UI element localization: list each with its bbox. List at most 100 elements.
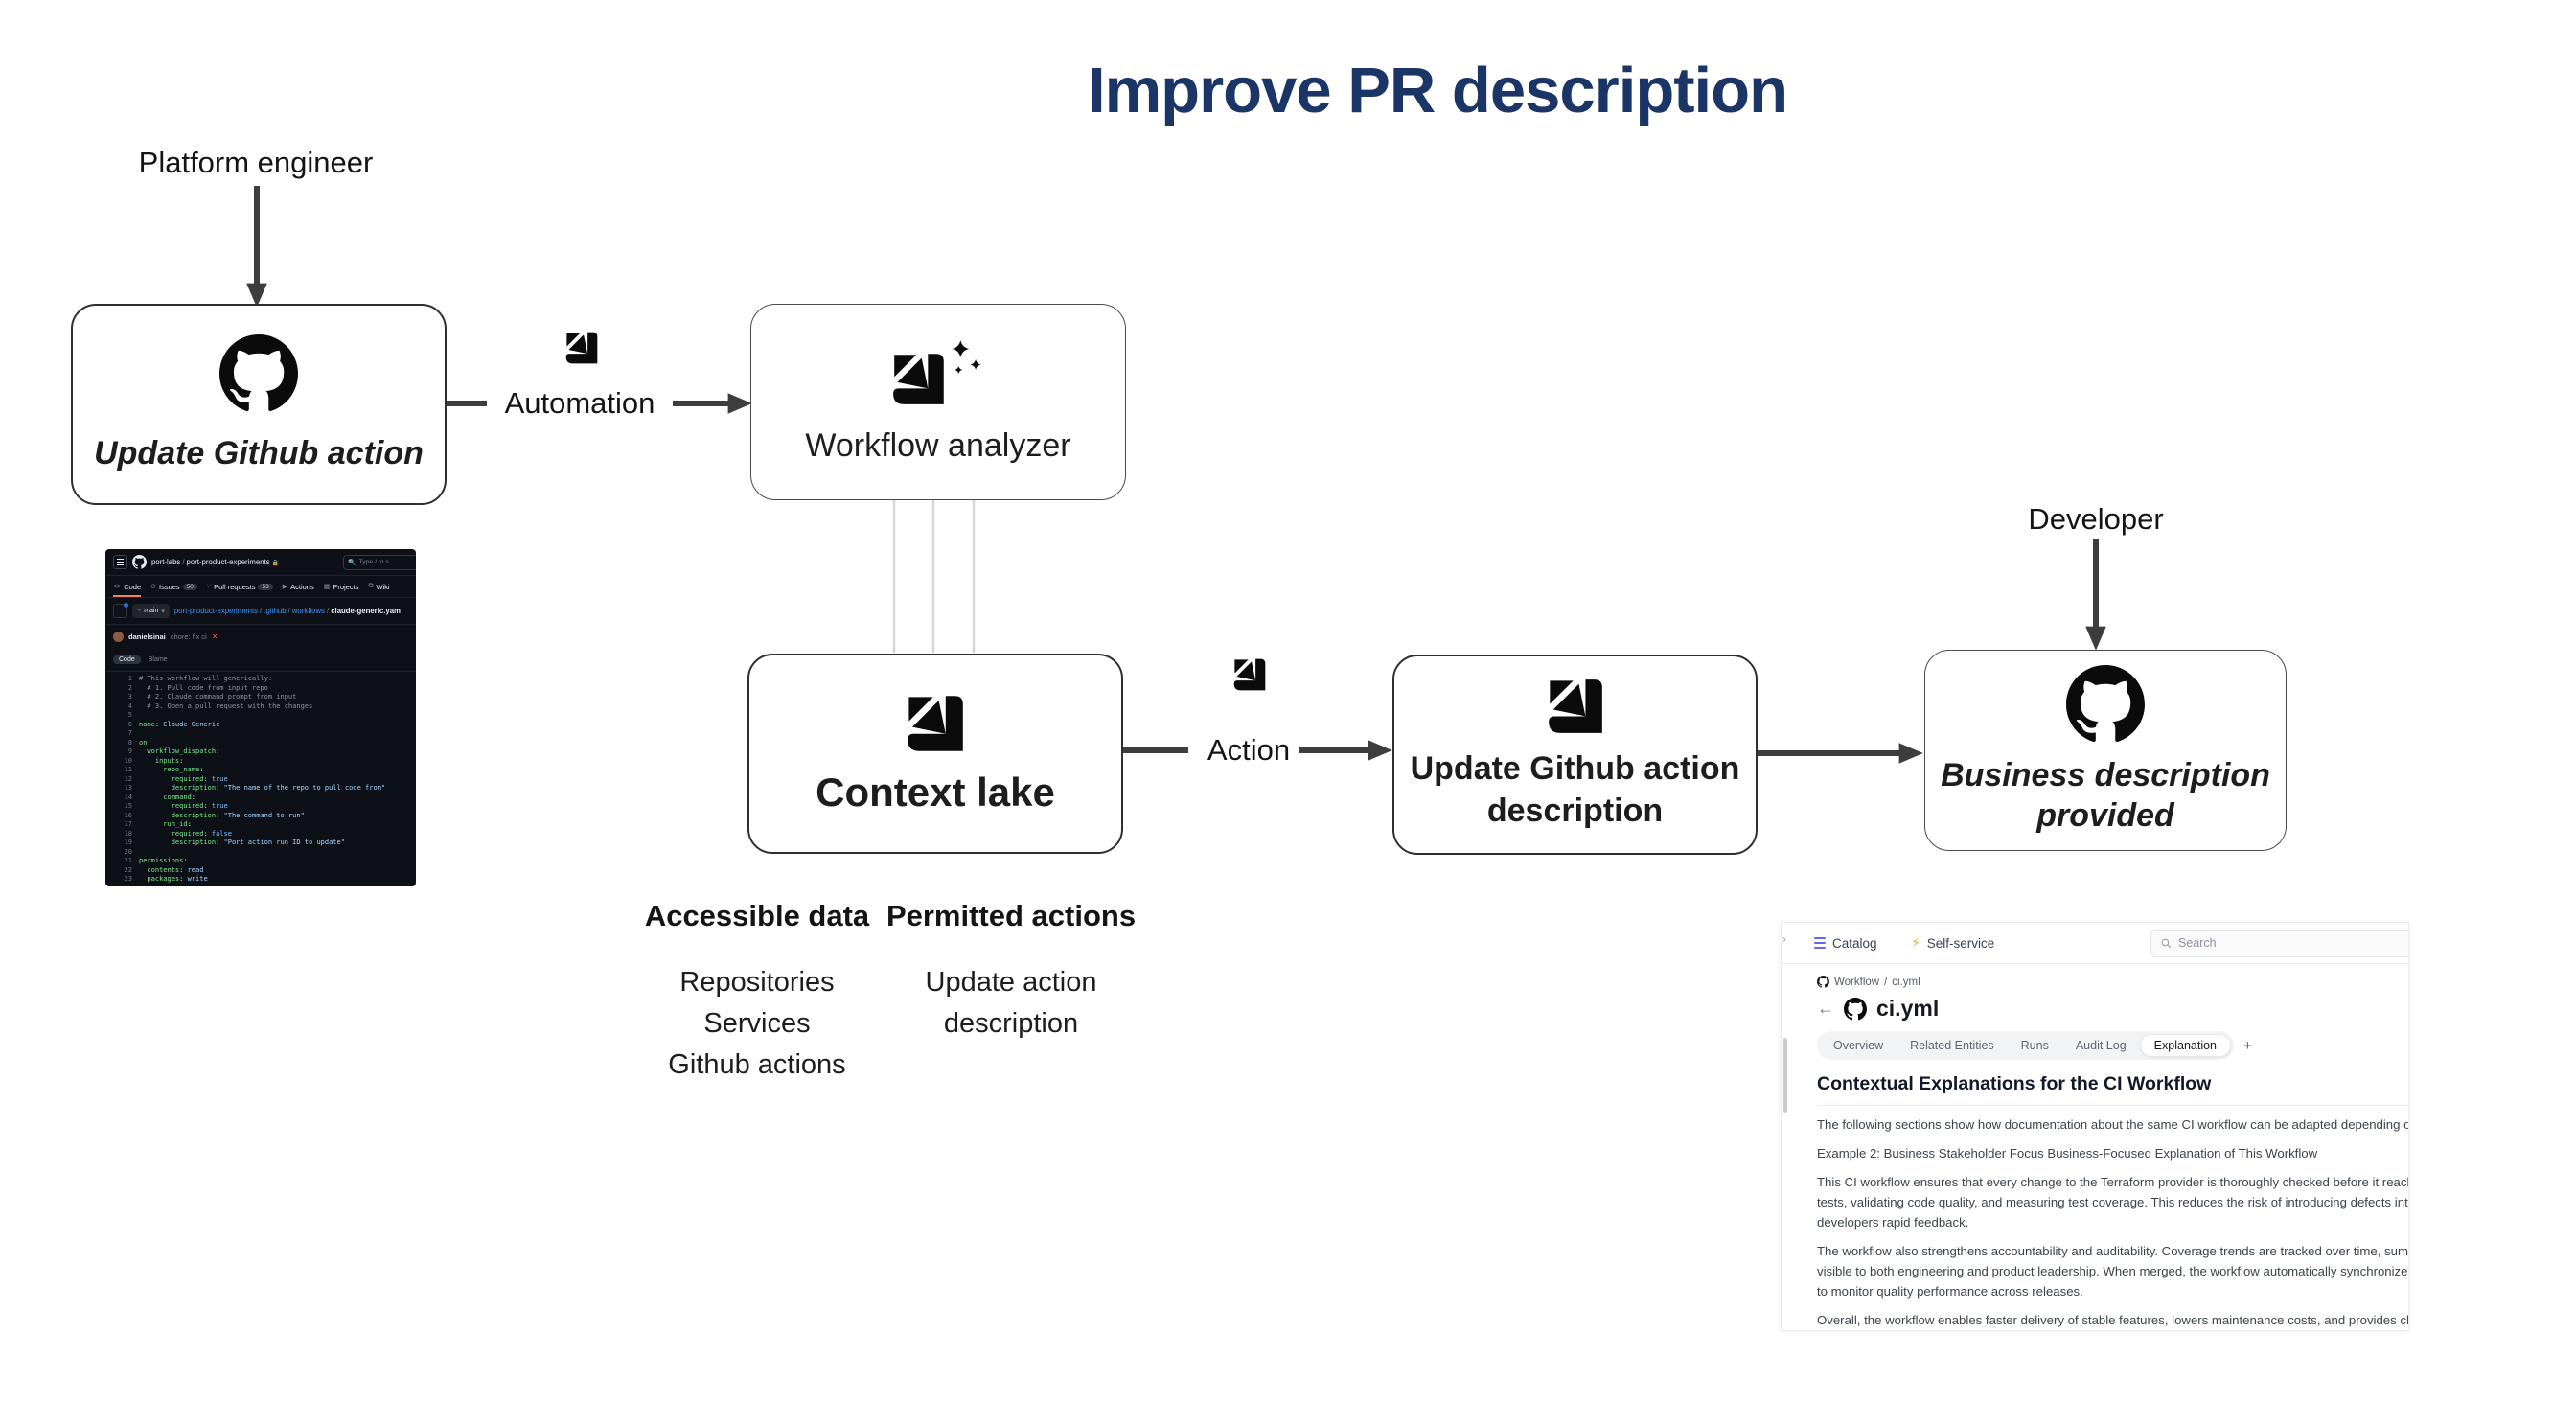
- pr-count-badge: 53: [258, 583, 273, 590]
- breadcrumb-dir-link[interactable]: .github: [264, 607, 287, 615]
- code-lines: 1# This workflow will generically:2 # 1.…: [105, 672, 416, 885]
- branch-selector[interactable]: ⑂main▾: [132, 604, 170, 618]
- node-business-description: Business description provided: [1924, 650, 2287, 851]
- port-tab-audit-log[interactable]: Audit Log: [2075, 1039, 2127, 1052]
- list-item: Update action: [925, 967, 1097, 998]
- code-line: 5: [127, 711, 132, 719]
- github-icon: [1817, 976, 1829, 988]
- list-heading: Accessible data: [644, 899, 870, 932]
- github-code-screenshot: port-labs/port-product-experiments 🔒 🔍 T…: [105, 549, 416, 886]
- scrollbar[interactable]: [1783, 1038, 1787, 1113]
- node-label: Update Github action description: [1410, 749, 1740, 829]
- code-line: 10 inputs:: [124, 756, 184, 765]
- breadcrumb-parent[interactable]: Workflow: [1834, 976, 1880, 988]
- code-line: 16 description: "The command to run": [124, 811, 305, 819]
- node-label: Business description provided: [1941, 757, 2270, 834]
- port-nav-catalog[interactable]: Catalog: [1814, 936, 1877, 951]
- code-line: 20: [124, 847, 132, 856]
- port-tab-overview[interactable]: Overview: [1833, 1039, 1884, 1052]
- gh-org-link[interactable]: port-labs: [151, 558, 181, 566]
- gh-tab-projects[interactable]: ▦Projects: [323, 582, 359, 591]
- chevron-right-icon[interactable]: ›: [1782, 932, 1786, 946]
- developer-label: Developer: [2028, 502, 2164, 536]
- github-logo-icon: [132, 555, 147, 569]
- avatar[interactable]: [113, 632, 124, 642]
- entity-title: ci.yml: [1876, 996, 1940, 1021]
- code-line: 13 description: "The name of the repo to…: [124, 784, 386, 792]
- analyzer-to-lake-connectors: [892, 499, 976, 653]
- gh-file-tab-blame[interactable]: Blame: [148, 656, 168, 663]
- code-line: 11 repo_name:: [124, 766, 204, 773]
- node-label: Update Github action: [94, 435, 424, 471]
- search-icon: [2161, 938, 2172, 948]
- port-tab-related-entities[interactable]: Related Entities: [1910, 1039, 1994, 1052]
- breadcrumb-dir-link[interactable]: workflows: [291, 607, 326, 615]
- lock-icon: 🔒: [271, 561, 280, 566]
- code-line: 22 contents: read: [124, 865, 204, 874]
- list-heading: Permitted actions: [886, 899, 1137, 932]
- node-update-description: Update Github action description: [1392, 655, 1758, 855]
- code-line: 7: [127, 729, 132, 737]
- code-line: 17 run_id:: [124, 820, 192, 828]
- file-breadcrumb: port-product-experiments/.github/workflo…: [173, 607, 401, 615]
- gh-file-tab-code[interactable]: Code: [113, 655, 141, 664]
- lightning-icon: ⚡: [1911, 935, 1920, 950]
- accessible-data-list: Accessible data Repositories Services Gi…: [613, 899, 901, 1086]
- code-line: 4 # 3. Open a pull request with the chan…: [127, 701, 313, 710]
- port-tab-explanation[interactable]: Explanation: [2139, 1034, 2231, 1057]
- node-context-lake: Context lake: [748, 654, 1123, 854]
- code-line: 15 required: true: [124, 802, 228, 810]
- explanation-paragraphs: The following sections show how document…: [1817, 1115, 2408, 1330]
- port-logo-icon: [565, 332, 598, 364]
- gh-repo-link[interactable]: port-product-experiments: [186, 558, 270, 566]
- list-item: Services: [703, 1008, 811, 1039]
- port-logo-icon: [1233, 658, 1266, 691]
- code-line: 2 # 1. Pull code from input repo: [127, 683, 268, 692]
- add-tab-button[interactable]: +: [2243, 1037, 2252, 1054]
- port-app-screenshot: › Catalog ⚡ Self-service Search Workflow…: [1781, 922, 2409, 1331]
- list-item: Repositories: [679, 967, 835, 998]
- node-label: Workflow analyzer: [805, 426, 1071, 464]
- port-logo-icon: [1548, 678, 1602, 733]
- gh-tab-wiki[interactable]: ⧉Wiki: [368, 582, 390, 591]
- commit-message[interactable]: chore: fix ci: [170, 632, 207, 641]
- search-icon: 🔍: [348, 559, 356, 566]
- gh-search-input[interactable]: 🔍 Type / to s: [343, 554, 416, 570]
- node-update-github-action: Update Github action: [71, 304, 447, 505]
- github-icon: [2066, 665, 2145, 742]
- port-search-input[interactable]: Search: [2150, 929, 2408, 957]
- page-title: Improve PR description: [1087, 55, 1788, 126]
- code-line: 1# This workflow will generically:: [127, 675, 273, 682]
- commit-author[interactable]: danielsinai: [128, 632, 166, 641]
- paragraph: Example 2: Business Stakeholder Focus Bu…: [1817, 1146, 2318, 1161]
- node-label: Context lake: [816, 769, 1055, 815]
- divider: [1817, 1105, 2408, 1106]
- code-line: 14 command:: [124, 793, 196, 801]
- code-line: 9 workflow_dispatch:: [127, 747, 220, 755]
- hamburger-menu-icon[interactable]: [113, 555, 127, 569]
- port-nav-self-service[interactable]: ⚡ Self-service: [1911, 935, 1995, 951]
- back-arrow-icon[interactable]: ←: [1817, 999, 1834, 1018]
- code-line: 12 required: true: [124, 774, 228, 783]
- platform-engineer-label: Platform engineer: [138, 146, 374, 179]
- file-tree-button[interactable]: [113, 603, 128, 618]
- gh-tab-actions[interactable]: ▶Actions: [282, 582, 314, 591]
- breadcrumb-repo-link[interactable]: port-product-experiments: [173, 607, 259, 615]
- port-ai-sparkle-icon: [893, 339, 981, 404]
- port-tab-runs[interactable]: Runs: [2020, 1039, 2049, 1052]
- ci-failed-icon[interactable]: ✕: [211, 632, 218, 641]
- explanation-heading: Contextual Explanations for the CI Workf…: [1817, 1073, 2212, 1094]
- permitted-actions-list: Permitted actions Update action descript…: [867, 899, 1155, 1045]
- breadcrumb-file-name: claude-generic.yam: [331, 607, 401, 615]
- list-item: Github actions: [668, 1049, 846, 1080]
- issues-count-badge: 50: [182, 583, 197, 590]
- list-item: description: [943, 1008, 1079, 1039]
- gh-tab-code[interactable]: <>Code: [113, 576, 141, 597]
- github-icon: [219, 334, 298, 411]
- code-line: 3 # 2. Claude command prompt from input: [127, 693, 297, 701]
- port-breadcrumb: Workflow / ci.yml: [1817, 976, 2408, 988]
